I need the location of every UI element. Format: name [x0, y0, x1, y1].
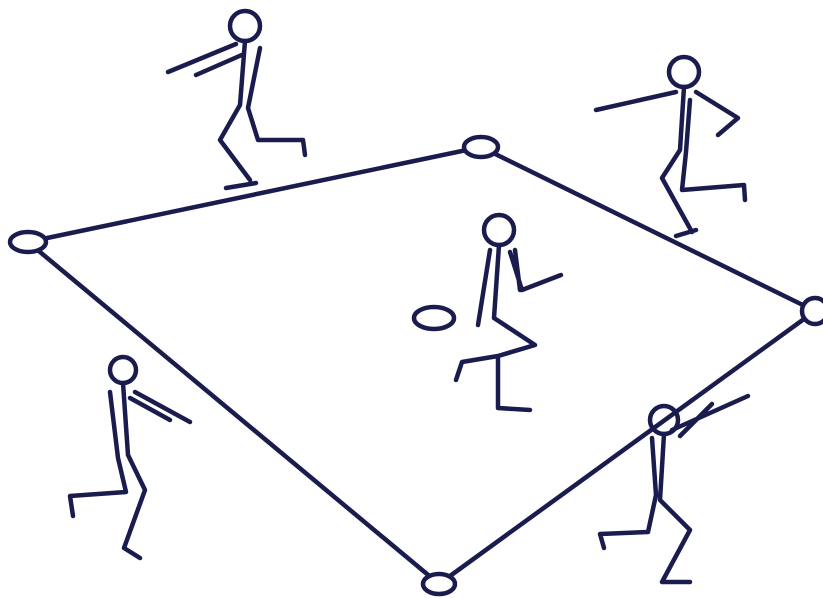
player-bottom-right	[600, 396, 748, 582]
player-center	[456, 215, 561, 410]
field-edge-bottom-left	[28, 242, 439, 584]
cone-bottom	[423, 574, 455, 594]
player-bottom-left-head	[110, 357, 136, 383]
field-edge-bottom-right	[439, 311, 815, 584]
player-bottom-right-body	[600, 396, 748, 582]
field-boundary	[28, 147, 815, 584]
player-center-body	[456, 245, 561, 410]
player-bottom-left-body	[70, 383, 190, 558]
player-top-left-head	[230, 11, 260, 41]
cone-left	[10, 232, 46, 252]
player-top-right	[596, 57, 745, 236]
player-bottom-left	[70, 357, 190, 558]
player-top-right-head	[669, 57, 699, 87]
player-center-head	[484, 215, 514, 245]
cone-right	[802, 298, 823, 324]
player-top-left	[168, 11, 305, 188]
player-top-left-body	[168, 41, 305, 188]
ball	[414, 307, 454, 329]
cone-top	[464, 137, 498, 157]
field-edge-top-left	[28, 147, 481, 242]
